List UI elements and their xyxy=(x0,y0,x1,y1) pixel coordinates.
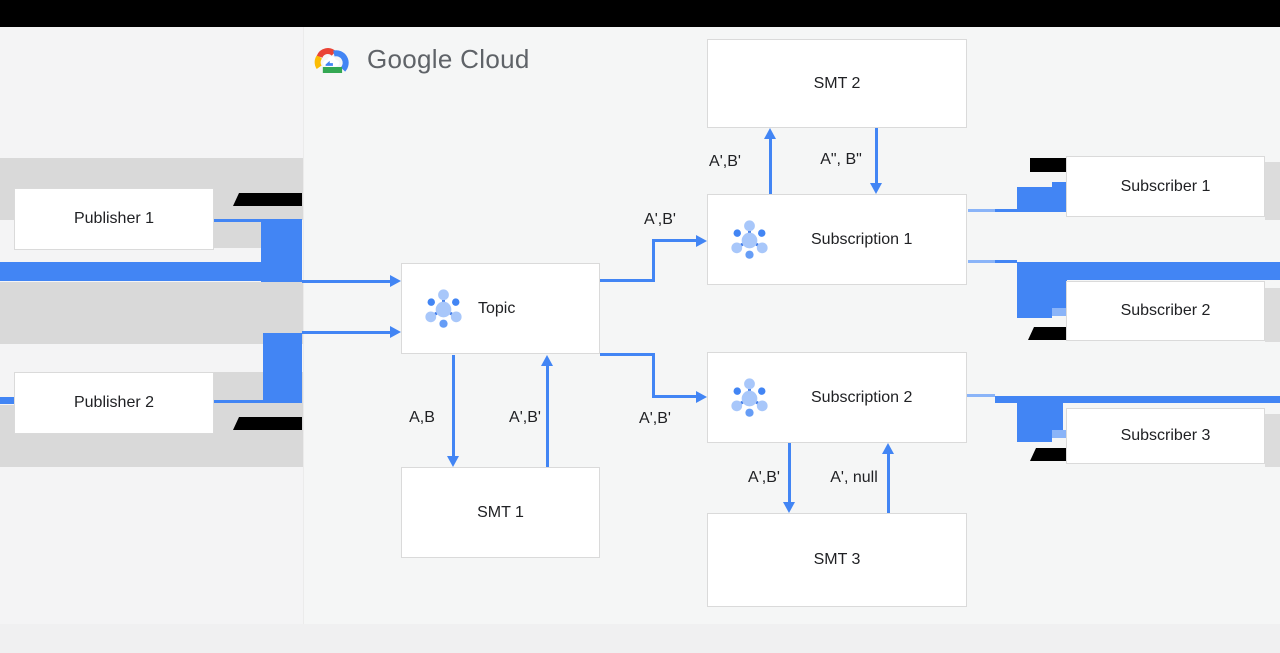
line-sub1-to-subscriber1 xyxy=(995,209,1017,212)
line-sub1-to-subscriber2-light xyxy=(968,260,995,263)
arrow-publisher2-to-topic xyxy=(302,331,391,334)
line-sub1-to-subscriber2 xyxy=(995,260,1017,263)
edge-label-sub1-to-smt2: A',B' xyxy=(709,153,741,170)
edge-label-smt1-to-topic: A',B' xyxy=(509,409,541,426)
edge-label-topic-to-sub2: A',B' xyxy=(639,410,671,427)
subscriber2-shadow xyxy=(1265,288,1280,342)
blue-overlay-bar-1 xyxy=(0,262,261,281)
arrow-topic-to-sub1-seg1 xyxy=(600,279,655,282)
arrow-remnant-subscriber2 xyxy=(1052,308,1066,316)
arrowhead-topic-to-smt1 xyxy=(447,456,459,467)
edge-label-smt2-to-sub1: A", B" xyxy=(820,151,862,168)
blue-mega-bar-subscriber3 xyxy=(995,396,1280,403)
blue-blob-subscriber1 xyxy=(1017,187,1067,212)
blue-line-publisher1 xyxy=(214,219,261,222)
blue-overlay-rect-2 xyxy=(263,333,302,403)
arrow-publisher1-to-topic xyxy=(302,280,391,283)
subscriber1-box: Subscriber 1 xyxy=(1066,156,1265,217)
subscriber2-label: Subscriber 2 xyxy=(1120,302,1211,319)
arrow-sub2-to-smt3 xyxy=(788,443,791,502)
arrow-topic-to-smt1 xyxy=(452,355,455,456)
smt3-label: SMT 3 xyxy=(813,551,861,568)
google-cloud-logo-text: Google Cloud xyxy=(367,43,530,74)
blue-step-subscriber3 xyxy=(1017,438,1052,442)
gray-band-3b xyxy=(0,405,14,467)
pubsub-topic-icon xyxy=(425,289,462,328)
publisher2-label: Publisher 2 xyxy=(73,394,155,411)
arrow-sub1-to-smt2 xyxy=(769,137,772,194)
smt3-box: SMT 3 xyxy=(707,513,967,607)
subscription2-label: Subscription 2 xyxy=(811,388,913,406)
smt1-box: SMT 1 xyxy=(401,467,600,558)
gray-band-1-shelf xyxy=(214,219,261,248)
arrowhead-sub1-to-smt2 xyxy=(764,128,776,139)
edge-label-smt3-to-sub2: A', null xyxy=(830,469,878,486)
black-bar-subscriber2 xyxy=(1028,327,1067,340)
publisher1-box: Publisher 1 xyxy=(14,188,214,250)
smt2-box: SMT 2 xyxy=(707,39,967,128)
top-black-bar xyxy=(0,0,1280,27)
arrowhead-sub2-to-smt3 xyxy=(783,502,795,513)
arrow-topic-to-sub1-seg2 xyxy=(652,239,655,282)
black-bar-subscriber1 xyxy=(1030,158,1067,172)
topic-box: Topic xyxy=(401,263,600,354)
topic-label: Topic xyxy=(478,299,516,317)
arrowhead-topic-to-sub1 xyxy=(696,235,707,247)
black-bar-publisher1 xyxy=(233,193,302,206)
subscription1-box: Subscription 1 xyxy=(707,194,967,285)
arrowhead-smt3-to-sub2 xyxy=(882,443,894,454)
subscriber3-label: Subscriber 3 xyxy=(1120,427,1211,444)
arrow-topic-to-sub2-seg1 xyxy=(600,353,655,356)
arrow-remnant-subscriber3 xyxy=(1052,430,1066,438)
footer-strip xyxy=(0,624,1280,653)
edge-label-sub2-to-smt3: A',B' xyxy=(748,469,780,486)
arrowhead-smt1-to-topic xyxy=(541,355,553,366)
subscriber1-shadow xyxy=(1265,162,1280,220)
subscriber3-shadow xyxy=(1265,414,1280,467)
subscriber1-label: Subscriber 1 xyxy=(1120,177,1211,195)
google-cloud-cloud-icon xyxy=(314,48,349,73)
smt2-label: SMT 2 xyxy=(813,74,861,92)
edge-label-topic-to-smt1: A,B xyxy=(409,409,435,426)
gray-band-2 xyxy=(0,282,303,344)
arrowhead-publisher1-to-topic xyxy=(390,275,401,287)
arrow-smt3-to-sub2 xyxy=(887,454,890,513)
pubsub-subscription-icon xyxy=(731,378,768,417)
blue-overlay-rect-1 xyxy=(261,219,302,282)
arrow-smt1-to-topic xyxy=(546,366,549,467)
arrow-topic-to-sub1-seg3 xyxy=(655,239,696,242)
arrow-topic-to-sub2-seg3 xyxy=(655,395,696,398)
arrow-topic-to-sub2-seg2 xyxy=(652,353,655,398)
subscriber3-box: Subscriber 3 xyxy=(1066,408,1265,464)
arrowhead-publisher2-to-topic xyxy=(390,326,401,338)
blue-mega-bar-subscriber2 xyxy=(1017,262,1280,280)
publisher1-label: Publisher 1 xyxy=(73,210,155,227)
line-sub2-to-subscriber3-light xyxy=(967,394,995,397)
panel-seam xyxy=(303,27,304,624)
line-sub1-to-subscriber1-light xyxy=(968,209,995,212)
google-cloud-logo: Google Cloud xyxy=(310,39,530,79)
smt1-label: SMT 1 xyxy=(477,503,524,521)
pubsub-subscription-icon xyxy=(731,220,768,259)
subscription1-label: Subscription 1 xyxy=(811,230,913,248)
black-bar-publisher2 xyxy=(233,417,302,430)
blue-step-subscriber1 xyxy=(1052,182,1067,188)
subscriber2-box: Subscriber 2 xyxy=(1066,281,1265,341)
arrowhead-smt2-to-sub1 xyxy=(870,183,882,194)
subscription2-box: Subscription 2 xyxy=(707,352,967,443)
publisher2-box: Publisher 2 xyxy=(14,372,214,434)
arrowhead-topic-to-sub2 xyxy=(696,391,707,403)
blue-step-subscriber2 xyxy=(1017,314,1052,318)
blue-line-publisher2 xyxy=(214,400,263,403)
arrow-smt2-to-sub1 xyxy=(875,128,878,183)
gray-band-3c xyxy=(14,434,214,467)
edge-label-topic-to-sub1: A',B' xyxy=(644,211,676,228)
black-bar-subscriber3 xyxy=(1030,448,1067,461)
blue-stub-left xyxy=(0,397,14,404)
